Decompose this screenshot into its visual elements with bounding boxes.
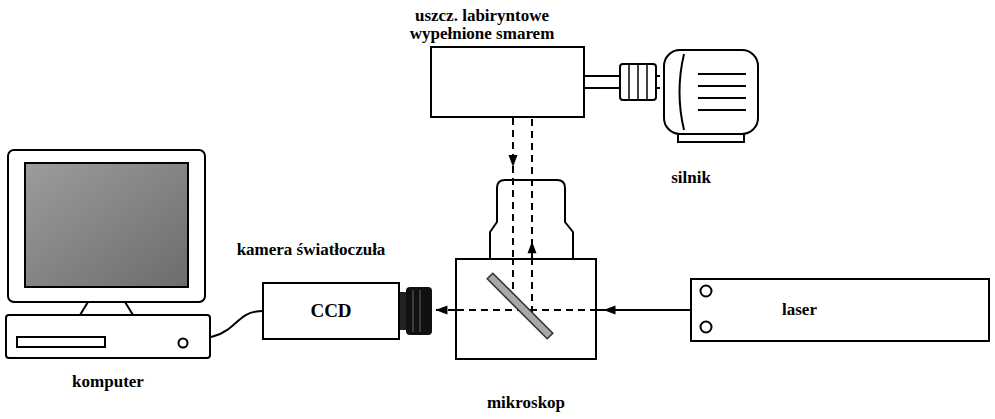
computer-symbol-drawing bbox=[5, 148, 211, 360]
beam-splitter-mirror bbox=[487, 273, 553, 339]
lens-ridge bbox=[419, 290, 421, 332]
shaft-coupling bbox=[637, 64, 639, 100]
motor-symbol-drawing bbox=[660, 46, 762, 148]
microscope-body: mikroskop bbox=[455, 258, 597, 360]
arrowhead bbox=[604, 306, 616, 315]
camera-lens bbox=[406, 287, 432, 335]
camera-lens bbox=[400, 292, 406, 330]
monitor-screen bbox=[25, 163, 188, 287]
light-beam bbox=[509, 118, 518, 258]
power-button bbox=[179, 339, 188, 348]
monitor-frame bbox=[8, 150, 205, 302]
light-beam bbox=[432, 306, 455, 315]
seal-housing: uszcz. labiryntowe wypełnione smarem bbox=[430, 46, 585, 118]
computer-case bbox=[6, 315, 210, 358]
shaft-coupling bbox=[620, 64, 656, 100]
device-label: CCD bbox=[262, 300, 400, 322]
camera-body bbox=[263, 283, 399, 339]
motor-foot bbox=[678, 134, 744, 142]
laser-beam-inner bbox=[524, 309, 597, 311]
shaft-coupling bbox=[628, 64, 630, 100]
ccd-camera: kamera światłoczułaCCD bbox=[262, 282, 432, 340]
motor-symbol: silnik bbox=[660, 46, 762, 148]
motor-body bbox=[664, 50, 758, 134]
arrowhead bbox=[528, 241, 537, 253]
data-cable bbox=[211, 311, 262, 337]
laser-screw bbox=[701, 322, 712, 333]
light-beam bbox=[512, 118, 514, 258]
motor-fin bbox=[698, 109, 746, 111]
computer-symbol: komputer bbox=[5, 148, 211, 360]
light-beam bbox=[528, 118, 537, 258]
device-label: laser bbox=[782, 300, 817, 320]
part-label: komputer bbox=[5, 372, 211, 392]
motor-endcap bbox=[680, 54, 685, 130]
laser-beam-inner bbox=[455, 309, 524, 311]
monitor-stand bbox=[80, 302, 133, 315]
data-cable bbox=[211, 311, 262, 337]
motor-fin bbox=[698, 85, 746, 87]
laser-beam-inner bbox=[531, 258, 533, 318]
laser-screw bbox=[701, 286, 712, 297]
arrowhead bbox=[435, 306, 447, 315]
motor-fin bbox=[698, 73, 746, 75]
shaft-coupling bbox=[620, 64, 656, 100]
part-label: uszcz. labiryntowe wypełnione smarem bbox=[387, 7, 577, 44]
light-beam bbox=[531, 118, 533, 258]
laser-source-drawing bbox=[692, 280, 988, 340]
arrowhead bbox=[509, 155, 518, 167]
shaft-coupling bbox=[646, 64, 648, 100]
laser-source: laser bbox=[690, 278, 990, 342]
motor-fin bbox=[698, 97, 746, 99]
part-label: kamera światłoczuła bbox=[216, 240, 406, 260]
drive-slot bbox=[17, 337, 105, 347]
laser-beam bbox=[597, 306, 690, 315]
lens-ridge bbox=[412, 290, 414, 332]
part-label: mikroskop bbox=[455, 393, 597, 413]
part-label: silnik bbox=[651, 168, 731, 188]
